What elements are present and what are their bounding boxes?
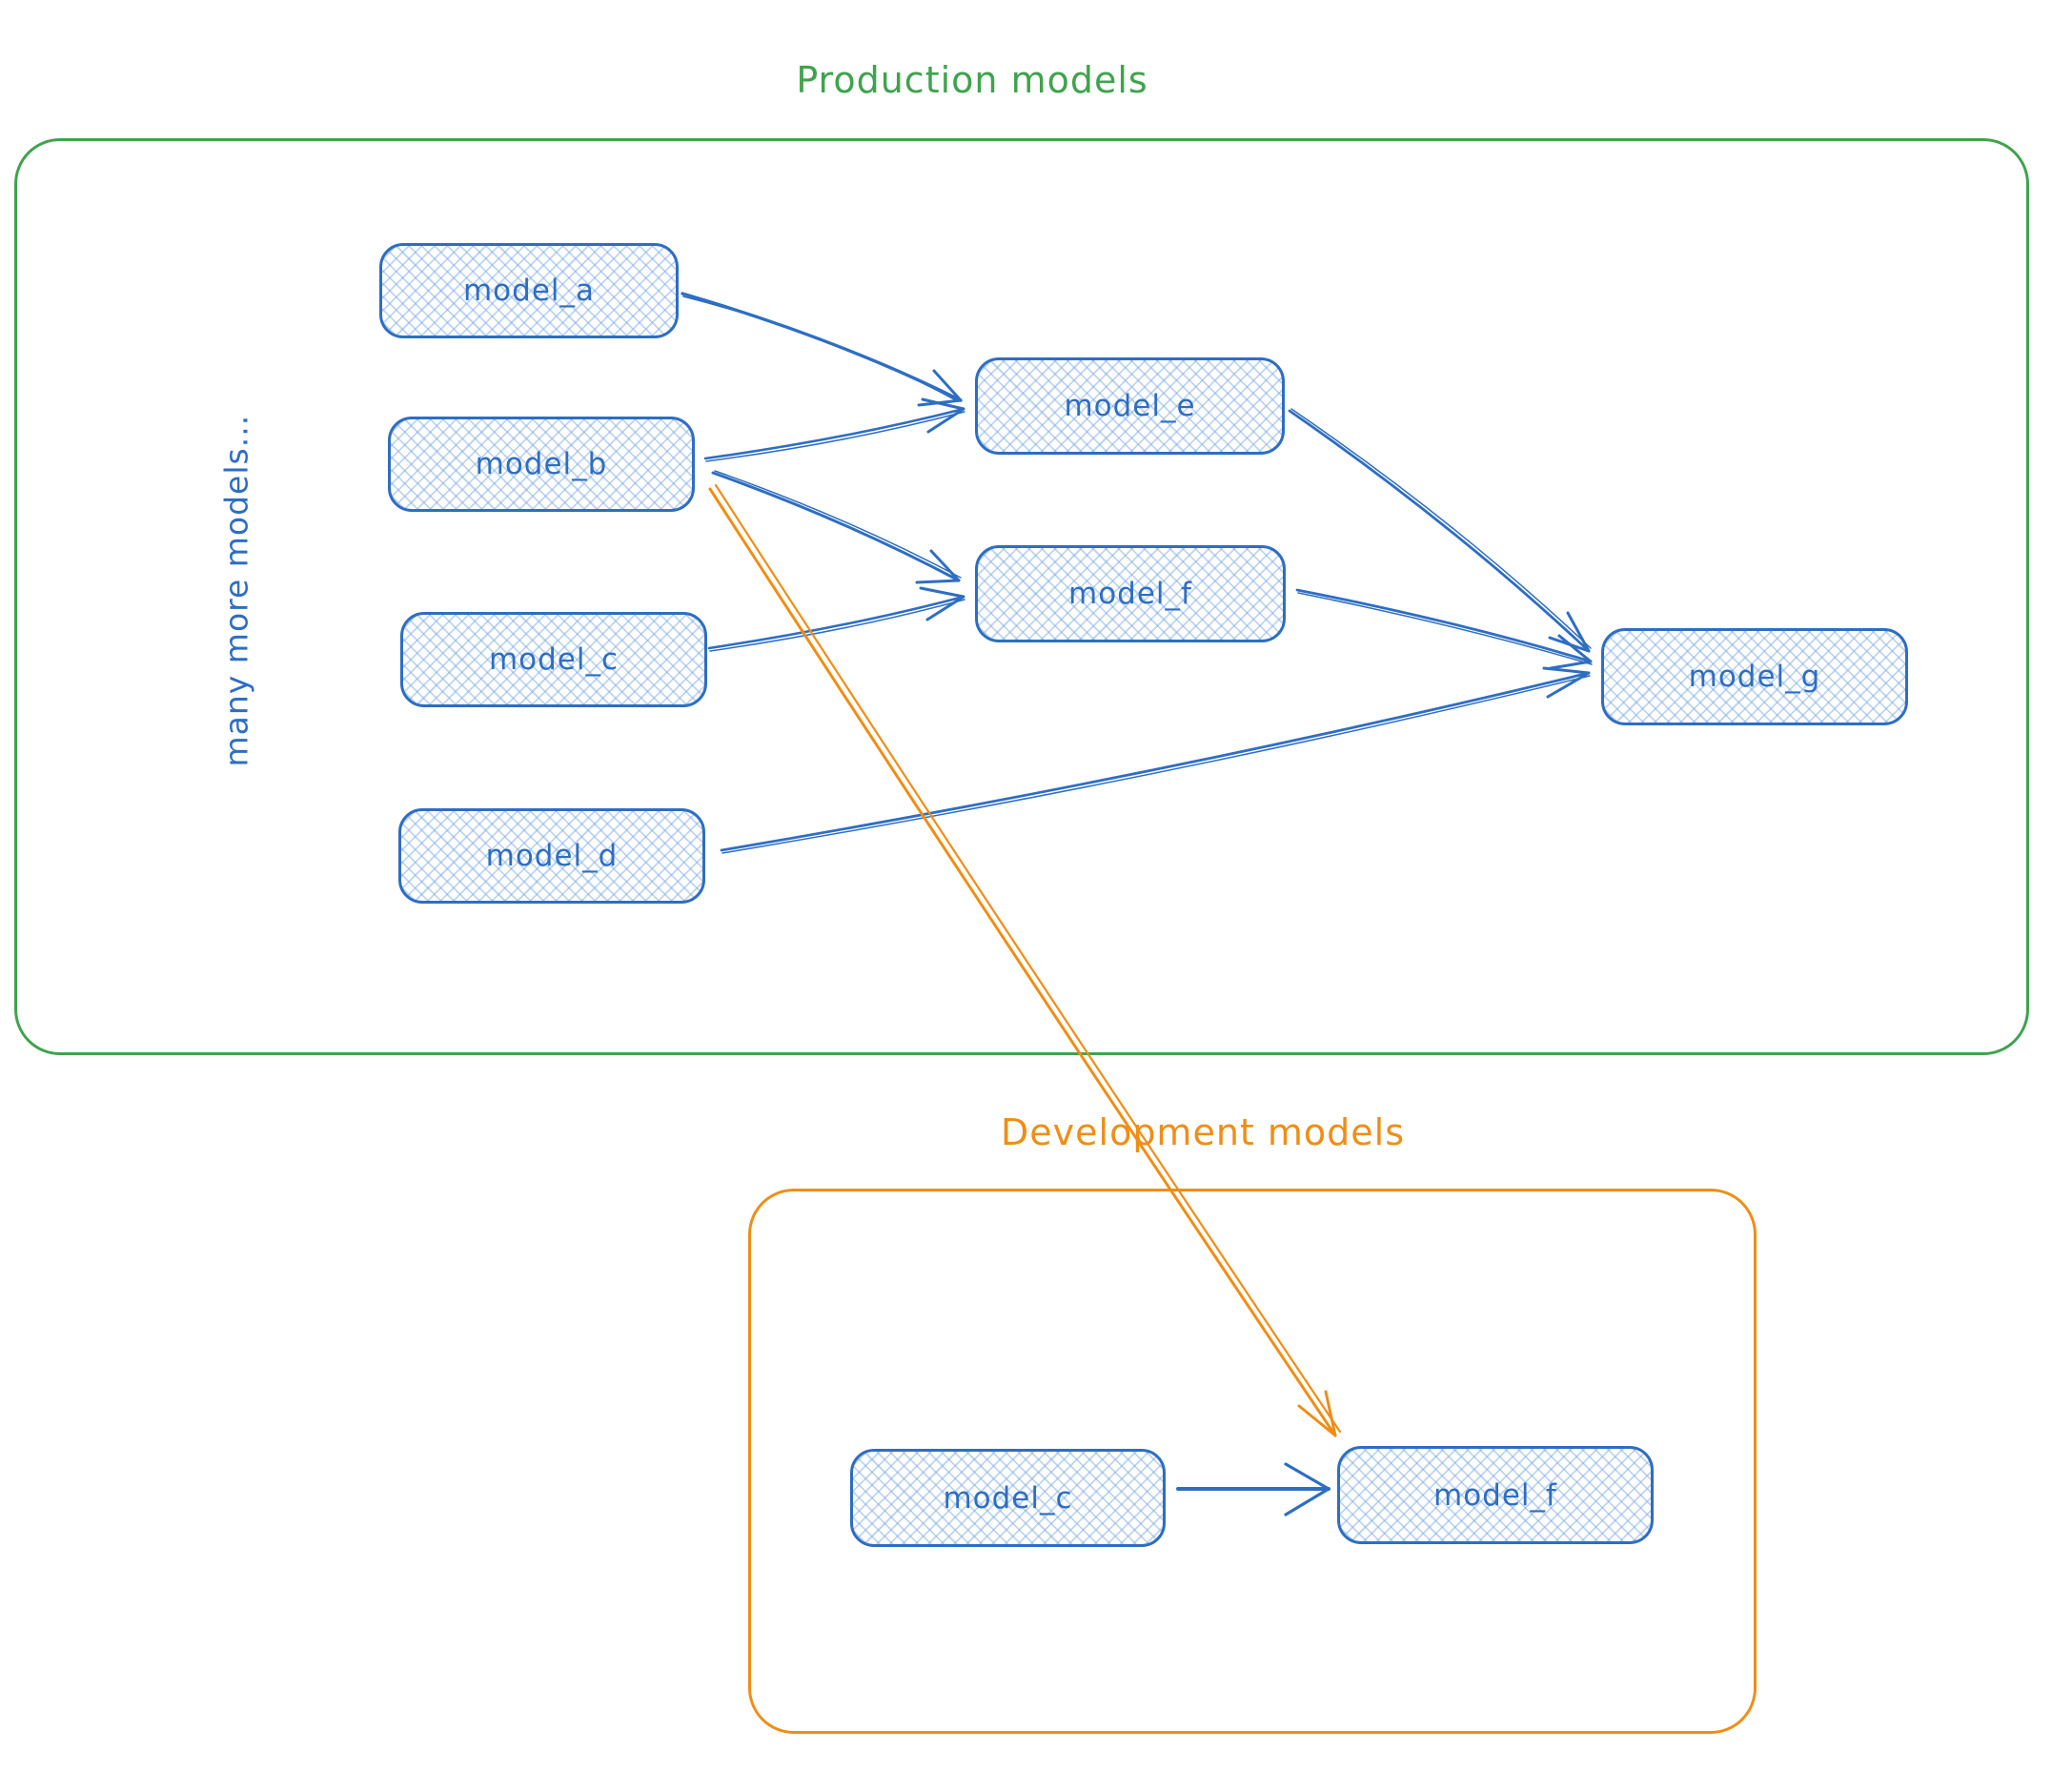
many-more-models-note[interactable]: many more models... (217, 414, 255, 767)
node-model-e[interactable]: model_e (975, 357, 1285, 455)
node-model-g[interactable]: model_g (1601, 628, 1908, 725)
node-model-f[interactable]: model_f (975, 545, 1286, 642)
node-model-g-label: model_g (1688, 660, 1821, 694)
node-dev-model-f[interactable]: model_f (1337, 1446, 1654, 1544)
node-model-a-label: model_a (462, 274, 596, 308)
development-group-title[interactable]: Development models (1001, 1111, 1406, 1153)
node-model-d[interactable]: model_d (398, 808, 705, 904)
node-model-a[interactable]: model_a (379, 243, 679, 338)
node-dev-model-c[interactable]: model_c (850, 1449, 1166, 1547)
node-model-b[interactable]: model_b (388, 417, 695, 512)
node-dev-model-c-label: model_c (943, 1480, 1073, 1516)
production-group-title[interactable]: Production models (796, 59, 1148, 101)
node-model-c[interactable]: model_c (400, 612, 707, 707)
node-dev-model-f-label: model_f (1433, 1477, 1557, 1513)
node-model-d-label: model_d (485, 839, 619, 873)
node-model-b-label: model_b (475, 447, 608, 481)
node-model-e-label: model_e (1064, 389, 1196, 423)
node-model-f-label: model_f (1068, 577, 1192, 611)
node-model-c-label: model_c (488, 642, 620, 677)
